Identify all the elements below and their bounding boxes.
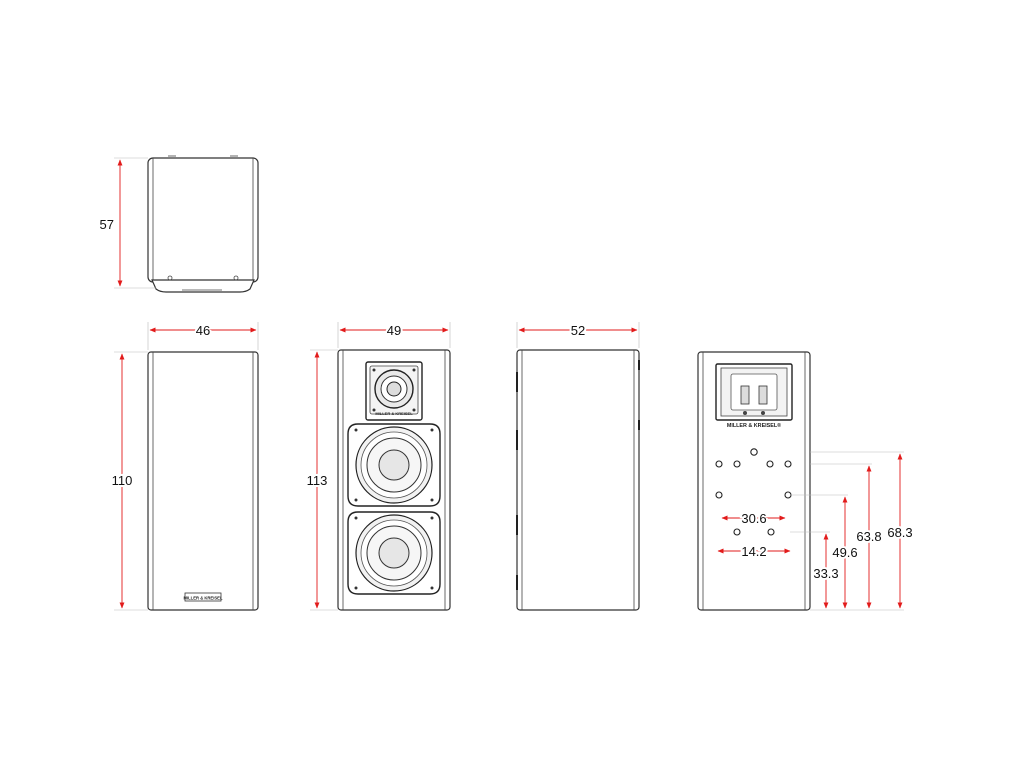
top-height-label: 57 bbox=[100, 217, 114, 232]
top-view: 57 bbox=[100, 155, 259, 293]
front-grille-view: MILLER & KREISEL 46 110 bbox=[110, 321, 259, 611]
back-view: MILLER & KREISEL® 30.6 14.2 33.3 49.6 bbox=[697, 351, 915, 611]
back-logo-text: MILLER & KREISEL® bbox=[727, 422, 781, 429]
terminal-plate: MILLER & KREISEL® bbox=[715, 363, 793, 429]
height-33-3-label: 33.3 bbox=[813, 566, 838, 581]
front-logo-badge bbox=[184, 592, 222, 602]
hole-spacing-narrow-label: 14.2 bbox=[741, 544, 766, 559]
front-grille-width-label: 46 bbox=[196, 323, 210, 338]
front-grille-body bbox=[147, 351, 259, 611]
mounting-holes bbox=[715, 448, 792, 536]
front-logo-text: MILLER & KREISEL bbox=[183, 596, 223, 601]
tweeter: MILLER & KREISEL bbox=[365, 361, 423, 421]
tweeter-logo-text: MILLER & KREISEL bbox=[375, 411, 413, 416]
woofer-upper bbox=[347, 423, 441, 507]
front-driver-height-label: 113 bbox=[307, 473, 328, 488]
height-63-8-label: 63.8 bbox=[856, 529, 881, 544]
front-driver-width-label: 49 bbox=[387, 323, 401, 338]
side-view-body bbox=[516, 349, 640, 611]
front-driver-view: MILLER & KREISEL bbox=[305, 321, 451, 611]
hole-spacing-wide-label: 30.6 bbox=[741, 511, 766, 526]
top-view-body bbox=[147, 157, 259, 283]
front-grille-height-label: 110 bbox=[112, 473, 133, 488]
top-view-base bbox=[151, 279, 255, 293]
side-width-label: 52 bbox=[571, 323, 585, 338]
height-49-6-label: 49.6 bbox=[832, 545, 857, 560]
side-view: 52 bbox=[516, 321, 640, 611]
woofer-lower bbox=[347, 511, 441, 595]
height-68-3-label: 68.3 bbox=[887, 525, 912, 540]
